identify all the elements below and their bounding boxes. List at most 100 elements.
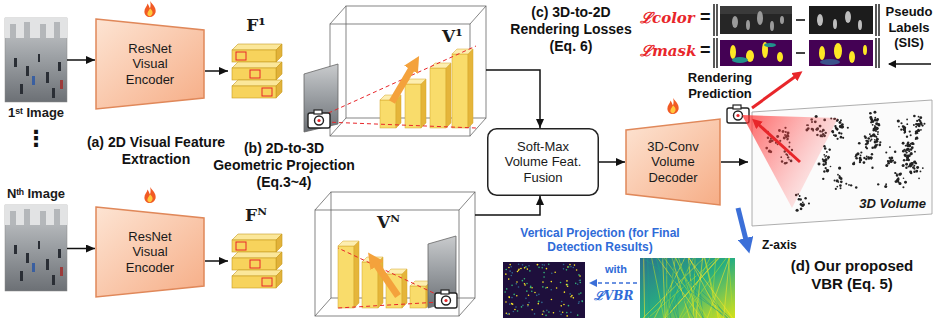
volume-points: [900, 122, 902, 124]
label-box: ℒmask: [640, 42, 696, 60]
detection-map: [564, 291, 566, 293]
volume-points: [898, 182, 901, 185]
detection-map: [550, 289, 552, 291]
ellipsis: ⋮: [22, 126, 50, 152]
detection-map: [554, 272, 556, 274]
volume-points: [905, 163, 908, 166]
detection-map: [526, 290, 528, 292]
detection-map: [563, 264, 565, 266]
projection-map: [640, 258, 735, 318]
input-image: [24, 209, 30, 225]
symbol-label: Vᴺ: [377, 212, 400, 232]
camera-icon: [435, 290, 457, 308]
projection-map: [648, 258, 650, 318]
rendered-image: [746, 20, 750, 30]
input-image: [5, 205, 67, 225]
rendered-image: [730, 45, 736, 59]
detection-map: [527, 268, 529, 270]
detection-map: [524, 283, 526, 285]
volume-points: [897, 177, 899, 179]
volume-points: [918, 119, 920, 121]
detection-map: [537, 264, 539, 266]
volume-points: [848, 184, 850, 186]
pseudo-label-image: [819, 46, 825, 60]
norm-bars: [716, 38, 717, 68]
detection-map: [508, 313, 510, 315]
detection-map: [505, 273, 507, 275]
detection-map: [568, 305, 570, 307]
detection-map: [508, 267, 510, 269]
detection-map: [548, 263, 550, 265]
block-outline: [488, 129, 599, 196]
detection-map: [542, 281, 544, 283]
rendered-image: [732, 57, 748, 63]
volume-points: [865, 140, 867, 142]
volume-points: [890, 158, 892, 160]
volume-points: [839, 125, 842, 128]
volume-points: [873, 129, 875, 131]
detection-map: [518, 269, 520, 271]
label-box: Pseudo Labels (SIS): [883, 4, 935, 51]
volume-points: [838, 166, 841, 169]
detection-map: [528, 302, 530, 304]
volume-points: [913, 115, 916, 118]
volume-points: [826, 169, 829, 172]
projection-map: [652, 258, 664, 318]
panel-caption: (b) 2D-to-3D Geometric Projection (Eq.3~…: [208, 140, 360, 190]
volume-points: [838, 132, 840, 134]
block-outline: [96, 207, 204, 297]
feature-volume: V¹: [330, 6, 486, 136]
volume-points: [859, 157, 861, 159]
z-axis-arrow: [738, 208, 746, 240]
volume-points: [840, 187, 842, 189]
projection-arrow: [376, 68, 412, 296]
volume-points: [839, 121, 842, 124]
volume-points: [890, 156, 893, 159]
volume-points: [818, 162, 821, 165]
norm-bars: [796, 19, 805, 21]
projection-map: [724, 258, 730, 318]
volume-points: [903, 159, 906, 162]
volume-points: [893, 161, 896, 164]
detection-map: [511, 285, 513, 287]
input-image: Nᵗʰ Image: [5, 205, 67, 291]
detection-map: [561, 301, 563, 303]
projection-map: [656, 258, 671, 318]
volume-bar: [430, 68, 446, 128]
detection-map: [570, 311, 572, 313]
volume-points: [900, 129, 902, 131]
input-image: [38, 54, 40, 62]
volume-points: [867, 156, 869, 158]
volume-points: [916, 137, 919, 140]
projection-map: [643, 258, 729, 318]
norm-bars: [713, 38, 714, 68]
rendering-beam: [742, 115, 838, 208]
volume-points: [915, 137, 917, 139]
volume-points: [823, 159, 826, 162]
detection-map: [563, 304, 565, 306]
volume-points: [906, 158, 909, 161]
detection-map: [543, 272, 545, 274]
volume-points: [825, 167, 827, 169]
output-volume: 3D Volume: [748, 96, 934, 230]
volume-points: [879, 141, 881, 143]
arrow-connector: [67, 59, 95, 61]
arrow-connector: [205, 260, 228, 262]
volume-points: [864, 136, 867, 139]
label-box: (a) 2D Visual Feature Extraction: [86, 134, 226, 168]
input-image: [5, 18, 67, 38]
detection-map: [545, 315, 547, 317]
detection-map: [511, 303, 513, 305]
volume-points: [885, 183, 887, 185]
panel-caption: (a) 2D Visual Feature Extraction: [86, 134, 226, 168]
rendered-image: [770, 21, 774, 31]
detection-map: [521, 306, 523, 308]
rendering-beam: [742, 76, 838, 208]
volume-points: [877, 131, 879, 133]
label-box: (c) 3D-to-2D Rendering Losses (Eq. 6): [507, 4, 635, 54]
detection-map: [537, 303, 539, 305]
volume-bar: [402, 269, 407, 308]
volume-points: [903, 177, 905, 179]
detection-map: [560, 305, 562, 307]
rendered-image: [732, 16, 738, 28]
